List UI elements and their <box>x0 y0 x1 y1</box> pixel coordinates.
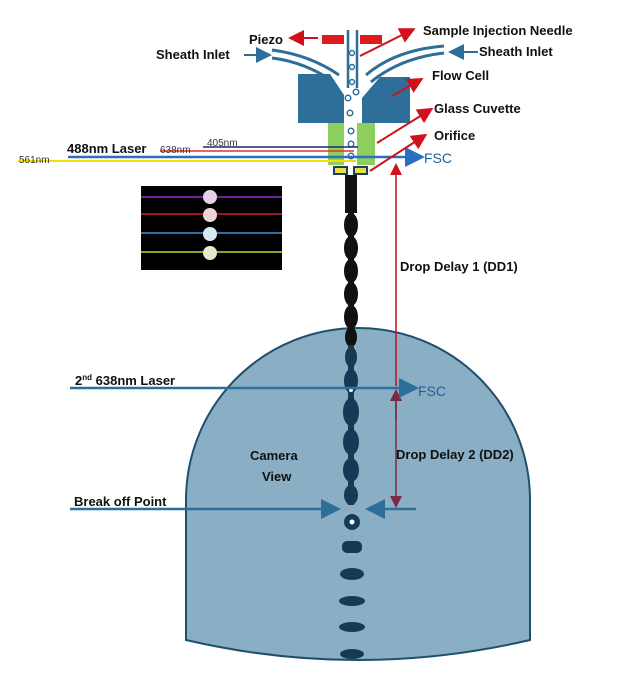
sample-injection-needle <box>346 30 359 88</box>
sample-injection-needle-label: Sample Injection Needle <box>423 23 573 38</box>
camera-view-label-line1: Camera <box>250 448 298 463</box>
camera-view-circle <box>185 327 531 661</box>
glass-cuvette-left <box>328 123 344 165</box>
cells-in-channel <box>344 49 360 160</box>
fsc-top-label: FSC <box>424 150 452 166</box>
laser-405-label: 405nm <box>207 138 238 149</box>
glass-cuvette-right <box>357 123 375 165</box>
piezo-label: Piezo <box>249 32 283 47</box>
drop-delay-2-label: Drop Delay 2 (DD2) <box>396 447 514 462</box>
flow-cell-left <box>298 74 344 123</box>
laser-561-label: 561nm <box>19 155 50 166</box>
flow-cell-right <box>362 77 410 123</box>
cuvette-pointer-arrow <box>376 107 434 144</box>
piezo-left <box>322 35 344 44</box>
orifice <box>333 166 368 175</box>
flow-cell-pointer-arrow <box>391 78 424 97</box>
orifice-label: Orifice <box>434 128 475 143</box>
second-laser-label: 2nd 638nm Laser <box>75 373 175 388</box>
break-off-point-label: Break off Point <box>74 494 167 509</box>
glass-cuvette-label: Glass Cuvette <box>434 101 521 116</box>
laser-488-label: 488nm Laser <box>67 141 147 156</box>
camera-view-label-line2: View <box>262 469 292 484</box>
needle-pointer-arrow <box>359 28 416 57</box>
drop-delay-1-label: Drop Delay 1 (DD1) <box>400 259 518 274</box>
sheath-inlet-left-label: Sheath Inlet <box>156 47 230 62</box>
sheath-inlet-right-label: Sheath Inlet <box>479 44 553 59</box>
laser-interrogation-image <box>141 186 282 270</box>
sheath-tube-right <box>365 44 445 84</box>
fsc-bottom-label: FSC <box>418 383 446 399</box>
flow-cell-label: Flow Cell <box>432 68 489 83</box>
laser-638-label: 638nm <box>160 145 191 156</box>
piezo-right <box>360 35 382 44</box>
orifice-pointer-arrow <box>369 133 428 172</box>
droplet-stream <box>339 175 365 659</box>
